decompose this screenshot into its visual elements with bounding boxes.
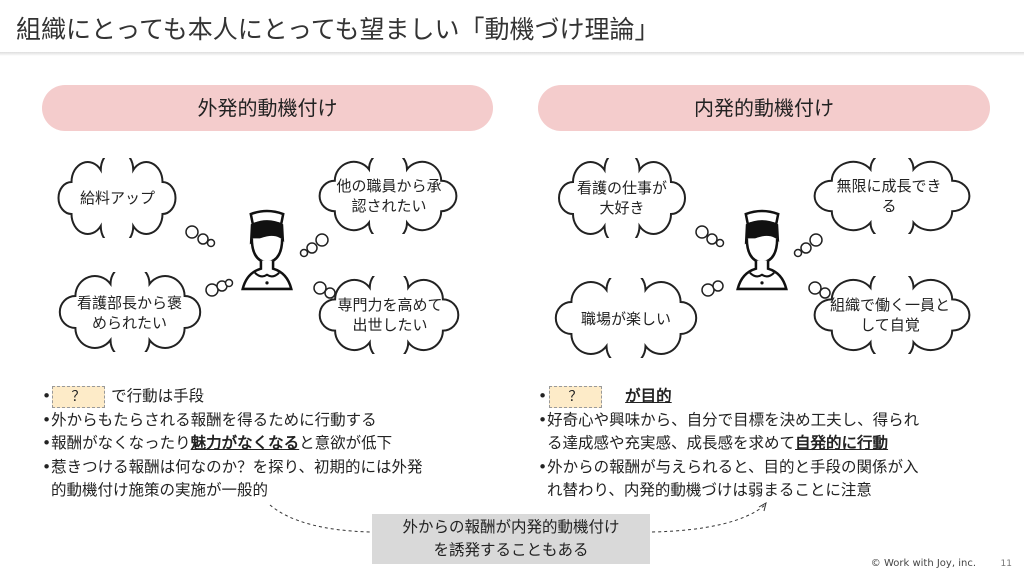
note-text: を誘発することもある [433,541,589,559]
dashed-arrow [651,504,766,533]
bullet-text: •外からもたらされる報酬を得るために行動する [42,410,377,429]
intrinsic-header: 内発的動機付け [538,85,990,131]
cloud-text: 他の職員から承認されたい [336,177,442,215]
extrinsic-header: 外発的動機付け [42,85,493,131]
nurse-icon [241,209,293,291]
answer-blank[interactable]: ？ [549,386,602,408]
intrinsic-bullets: •が目的 •好奇心や興味から、自分で目標を決め工夫し、得られ る達成感や充実感、… [538,385,919,503]
bullet-text: •報酬がなくなったり [42,434,191,452]
emphasis-text: 魅力がなくなる [190,434,300,452]
cloud-text: 専門力を高めて出世したい [337,296,443,334]
emphasis-text: が目的 [625,387,672,405]
cloud-text: 看護部長から褒められたい [76,294,182,332]
cloud-text: 無限に成長できる [836,177,942,215]
right-clouds [554,158,971,358]
extrinsic-bullets: •で行動は手段 •外からもたらされる報酬を得るために行動する •報酬がなくなった… [42,385,423,503]
cloud-text: 給料アップ [79,189,155,207]
left-clouds [57,158,460,354]
bullet-text: •外からの報酬が与えられると、目的と手段の関係が入 [538,457,919,476]
note-box: 外からの報酬が内発的動機付け を誘発することもある [372,514,650,564]
answer-blank[interactable]: ？ [52,386,105,408]
dashed-arrow [269,504,371,533]
bullet-text: で行動は手段 [111,387,205,405]
bullet-text: •惹きつける報酬は何なのか？を探り、初期的には外発 [42,457,423,476]
nurse-icon [736,209,788,291]
copyright: © Work with Joy, inc. [870,558,976,569]
cloud-text: 組織で働く一員として自覚 [830,296,951,334]
note-text: 外からの報酬が内発的動機付け [402,518,620,536]
emphasis-text: 自発的に行動 [795,434,889,452]
bullet-text: 的動機付け施策の実施が一般的 [51,481,269,499]
page-number: 11 [1000,559,1012,569]
bullet-text: と意欲が低下 [299,434,393,452]
cloud-text: 看護の仕事が大好き [576,179,667,217]
bullet-text: •好奇心や興味から、自分で目標を決め工夫し、得られ [538,410,920,429]
cloud-text: 職場が楽しい [580,310,671,328]
bullet-text: れ替わり、内発的動機づけは弱まることに注意 [547,481,872,499]
page-title: 組織にとっても本人にとっても望ましい「動機づけ理論」 [16,15,660,44]
divider [0,52,1024,56]
bullet-text: る達成感や充実感、成長感を求めて [547,434,796,452]
